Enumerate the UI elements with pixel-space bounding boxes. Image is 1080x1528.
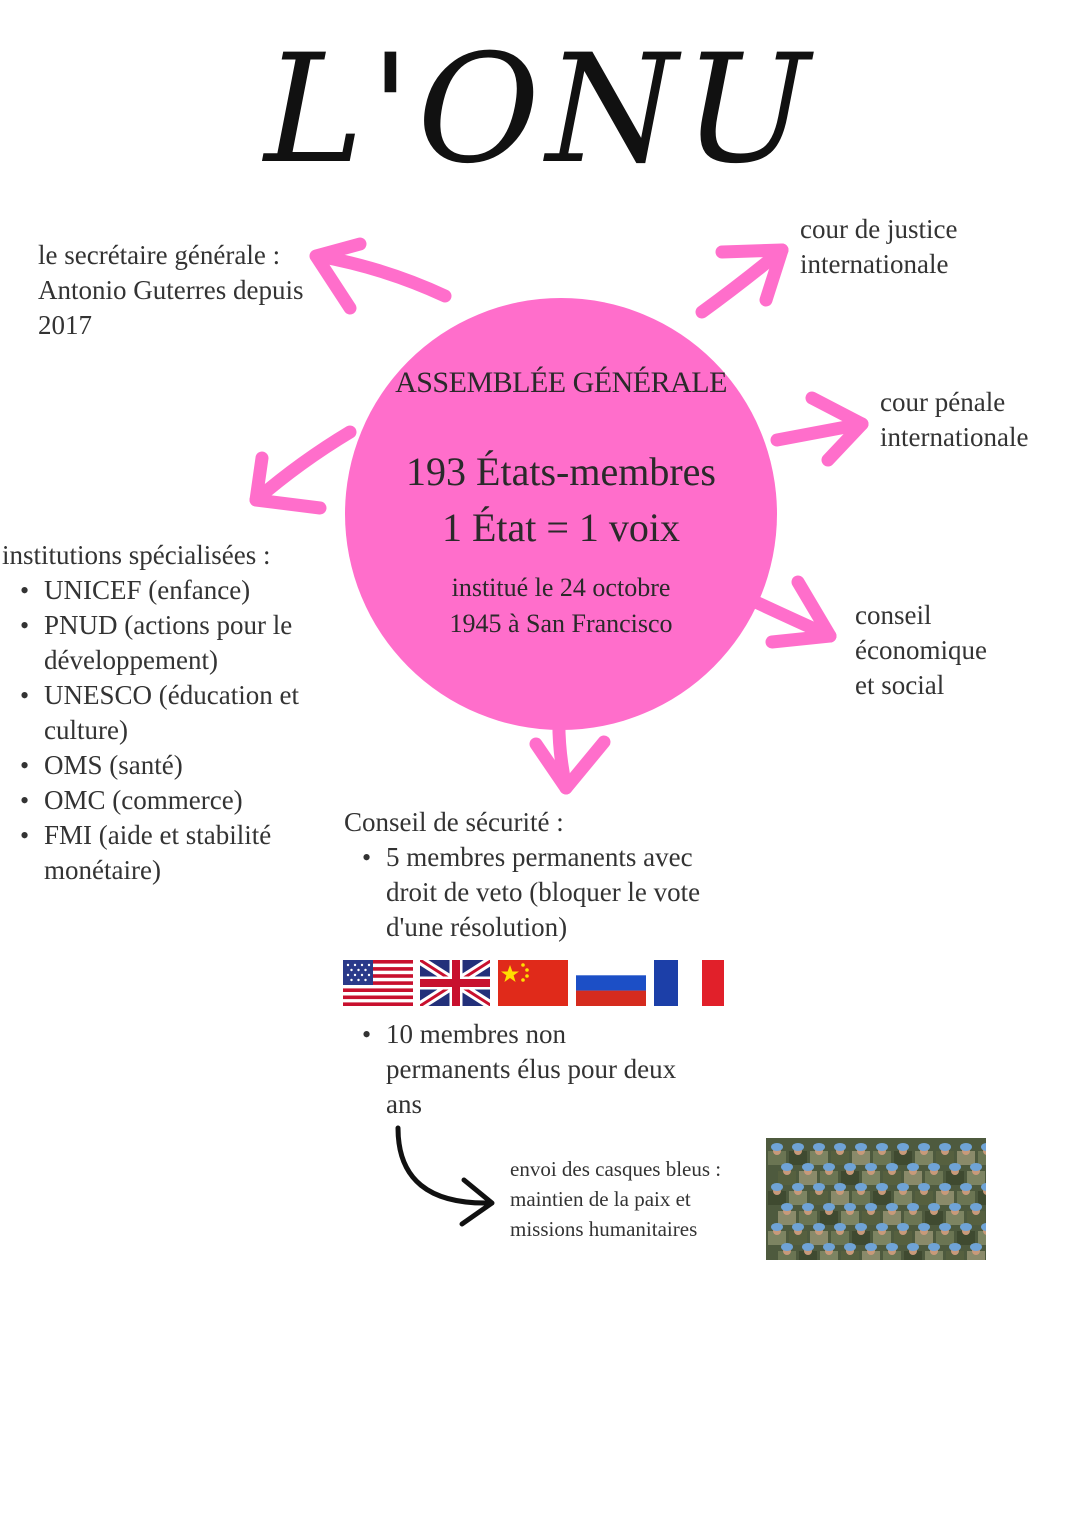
- france-flag-icon: [654, 960, 724, 1006]
- icj-note: cour de justice internationale: [800, 212, 957, 282]
- founding-info: institué le 24 octobre 1945 à San Franci…: [345, 570, 777, 642]
- usa-flag-icon: [343, 960, 413, 1006]
- page-title: L'ONU: [264, 23, 816, 197]
- arrow-icc: [770, 391, 869, 467]
- ecosoc-note: conseil économique et social: [855, 598, 987, 703]
- security-council-heading: Conseil de sécurité :: [344, 807, 564, 837]
- list-item: OMS (santé): [2, 748, 322, 783]
- secretary-general-note: le secrétaire générale : Antonio Guterre…: [38, 238, 303, 343]
- general-assembly-heading: ASSEMBLÉE GÉNÉRALE: [395, 366, 727, 399]
- china-flag-icon: [498, 960, 568, 1006]
- ecosoc-line-3: et social: [855, 670, 945, 700]
- icc-note: cour pénale internationale: [880, 385, 1028, 455]
- general-assembly-circle: [345, 298, 777, 730]
- russia-flag-icon: [576, 960, 646, 1006]
- permanent-members-list: 5 membres permanents avec droit de veto …: [344, 840, 744, 945]
- institutions-heading: institutions spécialisées :: [2, 540, 271, 570]
- arrow-icj: [695, 243, 789, 319]
- peacekeepers-line-2: maintien de la paix et: [510, 1187, 691, 1211]
- secretary-line-2: Antonio Guterres depuis: [38, 275, 304, 305]
- arrow-institutions: [249, 425, 357, 515]
- peacekeepers-line-3: missions humanitaires: [510, 1217, 698, 1241]
- one-state-one-vote: 1 État = 1 voix: [441, 505, 681, 550]
- institutions-block: institutions spécialisées : UNICEF (enfa…: [2, 538, 322, 888]
- icc-line-1: cour pénale: [880, 387, 1006, 417]
- arrow-secretary: [309, 237, 452, 315]
- founding-line-2: 1945 à San Francisco: [449, 609, 673, 638]
- non-permanent-members-list: 10 membres non permanents élus pour deux…: [344, 1017, 744, 1122]
- member-states-count: 193 États-membres: [406, 449, 716, 494]
- uk-flag-icon: [420, 960, 490, 1006]
- founding-line-1: institué le 24 octobre: [451, 573, 671, 602]
- institutions-list: UNICEF (enfance) PNUD (actions pour ledé…: [2, 573, 322, 888]
- blue-helmets-photo: [766, 1138, 986, 1260]
- icj-line-1: cour de justice: [800, 214, 958, 244]
- list-item: OMC (commerce): [2, 783, 322, 818]
- peacekeepers-note: envoi des casques bleus : maintien de la…: [510, 1154, 721, 1244]
- list-item: UNICEF (enfance): [2, 573, 322, 608]
- ecosoc-line-2: économique: [855, 635, 987, 665]
- security-council-block: Conseil de sécurité : 5 membres permanen…: [344, 805, 744, 945]
- arrow-peacekeepers: [395, 1125, 495, 1227]
- icj-line-2: internationale: [800, 249, 949, 279]
- secretary-line-1: le secrétaire générale :: [38, 240, 281, 270]
- list-item: 5 membres permanents avec droit de veto …: [344, 840, 744, 945]
- list-item: 10 membres non permanents élus pour deux…: [344, 1017, 744, 1122]
- peacekeepers-line-1: envoi des casques bleus :: [510, 1157, 722, 1181]
- non-permanent-block: 10 membres non permanents élus pour deux…: [344, 1017, 744, 1122]
- ecosoc-line-1: conseil: [855, 600, 932, 630]
- icc-line-2: internationale: [880, 422, 1029, 452]
- secretary-line-3: 2017: [38, 310, 92, 340]
